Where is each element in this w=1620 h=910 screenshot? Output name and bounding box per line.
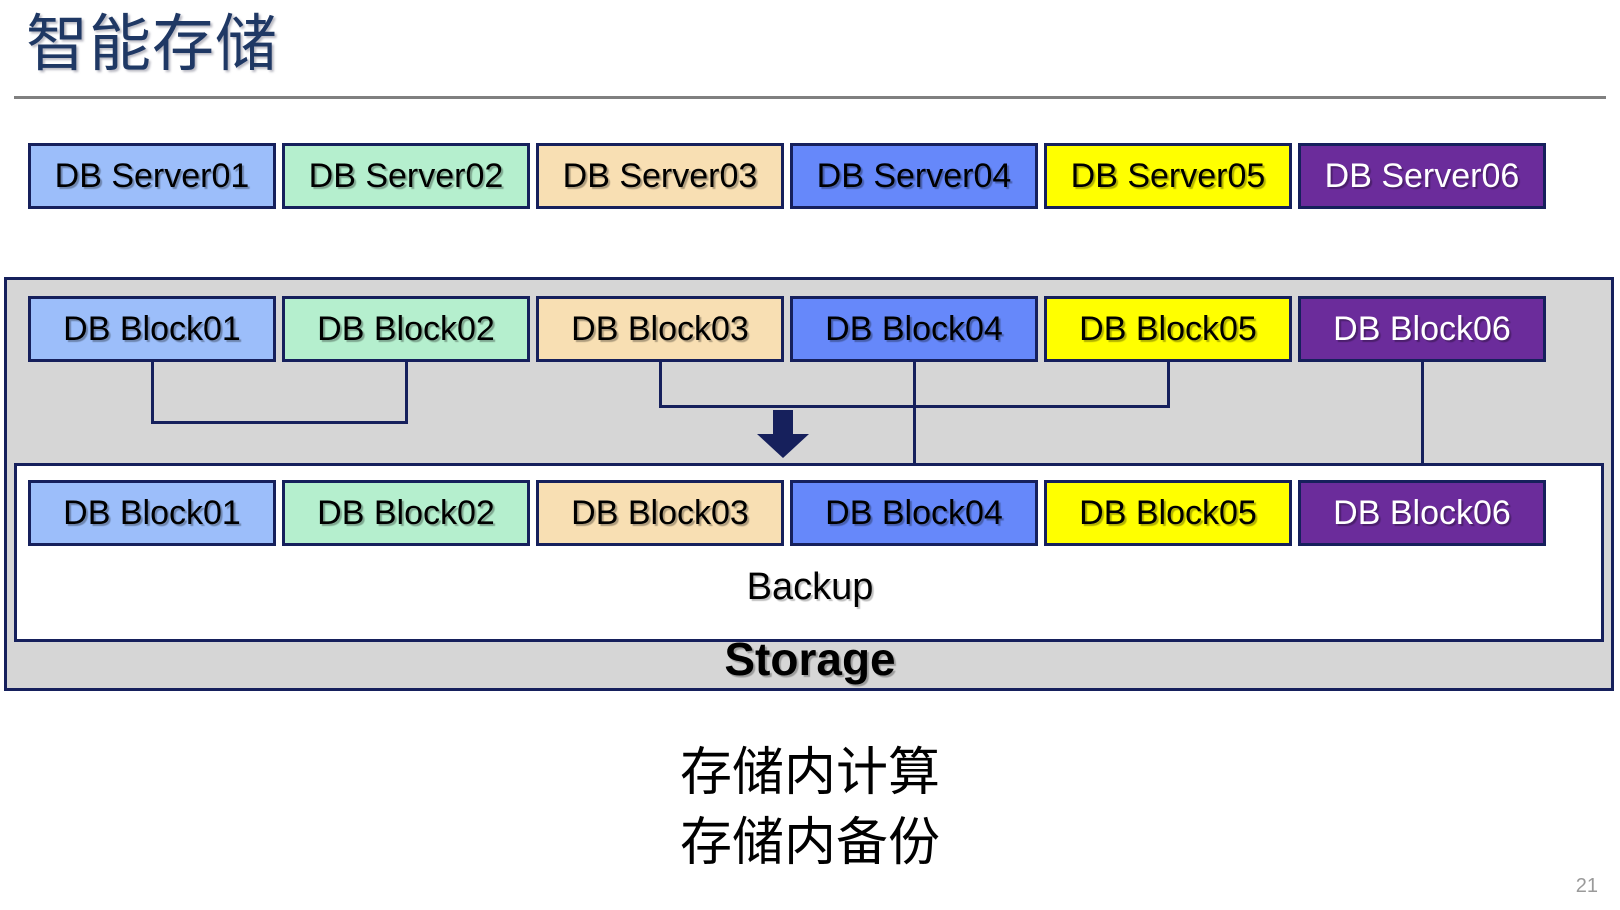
caption-line-2: 存储内备份 [679, 814, 940, 872]
db-block-box-label: DB Block06 [1333, 310, 1511, 348]
db-block-box-2[interactable]: DB Block02 [282, 296, 530, 362]
title-divider [14, 96, 1606, 99]
db-block-box-5[interactable]: DB Block05 [1044, 296, 1292, 362]
db-block-backup-box-label: DB Block02 [317, 494, 495, 532]
down-arrow-icon [757, 410, 809, 458]
db-server-box-3[interactable]: DB Server03 [536, 143, 784, 209]
storage-label: Storage [724, 633, 896, 685]
connector-block03-block05-left-leg [659, 362, 662, 405]
connector-block03-block05-right-leg [1167, 362, 1170, 405]
db-block-backup-box-6[interactable]: DB Block06 [1298, 480, 1546, 546]
db-block-backup-box-5[interactable]: DB Block05 [1044, 480, 1292, 546]
connector-block01-block02-left-leg [151, 362, 154, 421]
db-server-box-label: DB Server06 [1324, 157, 1520, 195]
page-number: 21 [1575, 875, 1598, 897]
db-block-box-6[interactable]: DB Block06 [1298, 296, 1546, 362]
db-server-box-4[interactable]: DB Server04 [790, 143, 1038, 209]
db-server-box-label: DB Server01 [54, 157, 250, 195]
db-server-box-label: DB Server03 [562, 157, 758, 195]
db-block-box-3[interactable]: DB Block03 [536, 296, 784, 362]
caption-line-1: 存储内计算 [679, 744, 940, 802]
backup-label: Backup [746, 566, 874, 608]
db-block-backup-box-label: DB Block01 [63, 494, 241, 532]
connector-block04-block06-left-leg [913, 362, 916, 481]
db-server-box-label: DB Server02 [308, 157, 504, 195]
db-block-backup-box-label: DB Block04 [825, 494, 1003, 532]
caption: 存储内计算存储内备份 [0, 738, 1620, 878]
db-block-box-label: DB Block05 [1079, 310, 1257, 348]
db-block-backup-box-3[interactable]: DB Block03 [536, 480, 784, 546]
db-block-box-label: DB Block04 [825, 310, 1003, 348]
db-block-box-label: DB Block01 [63, 310, 241, 348]
db-block-backup-box-4[interactable]: DB Block04 [790, 480, 1038, 546]
db-server-box-2[interactable]: DB Server02 [282, 143, 530, 209]
connector-block01-block02-crossbar [151, 421, 408, 424]
db-block-backup-box-label: DB Block03 [571, 494, 749, 532]
db-server-box-label: DB Server04 [816, 157, 1012, 195]
db-block-box-label: DB Block03 [571, 310, 749, 348]
db-server-box-5[interactable]: DB Server05 [1044, 143, 1292, 209]
page-title: 智能存储 [26, 10, 279, 79]
connector-block01-block02-right-leg [405, 362, 408, 421]
db-server-box-label: DB Server05 [1070, 157, 1266, 195]
db-server-box-1[interactable]: DB Server01 [28, 143, 276, 209]
connector-block04-block06-right-leg [1421, 362, 1424, 481]
db-block-backup-box-label: DB Block05 [1079, 494, 1257, 532]
db-server-box-6[interactable]: DB Server06 [1298, 143, 1546, 209]
db-block-box-label: DB Block02 [317, 310, 495, 348]
db-block-box-1[interactable]: DB Block01 [28, 296, 276, 362]
db-block-box-4[interactable]: DB Block04 [790, 296, 1038, 362]
db-block-backup-box-1[interactable]: DB Block01 [28, 480, 276, 546]
db-block-backup-box-2[interactable]: DB Block02 [282, 480, 530, 546]
db-block-backup-box-label: DB Block06 [1333, 494, 1511, 532]
